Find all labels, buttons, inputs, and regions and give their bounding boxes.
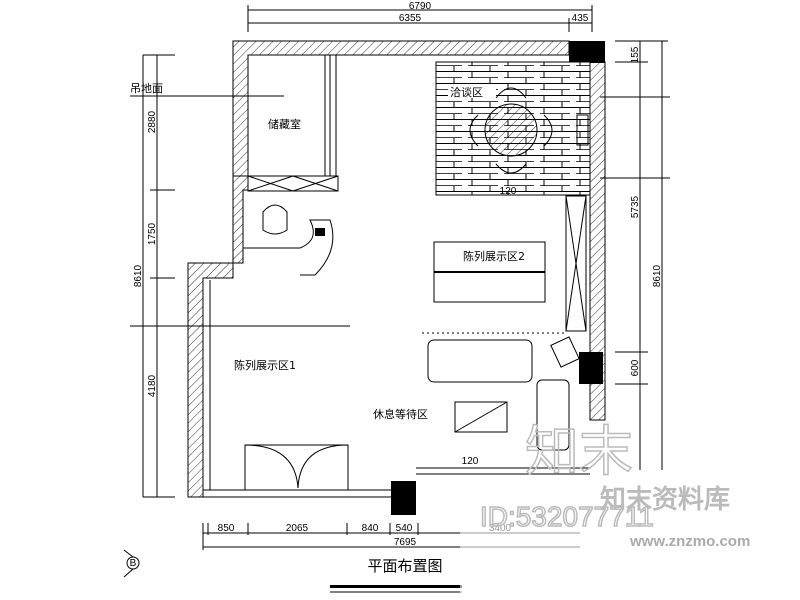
dim-bottom-a: 850: [218, 523, 235, 534]
watermark-brand: 知末资料库: [600, 485, 730, 515]
dim-window-b: 120: [500, 186, 517, 197]
storage-room: 储藏室: [247, 55, 339, 192]
drawing-title-block: 平面布置图: [330, 557, 462, 593]
dim-window-a: 120: [462, 456, 479, 467]
room-label-negotiation: 洽谈区: [450, 86, 483, 99]
display-area-1: 陈列展示区1: [130, 325, 350, 490]
right-dimensions: 155 5735 600 8610: [600, 40, 670, 470]
watermark: 知末 知末资料库 ID:532077711 www.znzmo.com: [460, 421, 800, 600]
dim-left-a: 2880: [147, 110, 158, 133]
dim-left-b: 1750: [147, 222, 158, 245]
dim-left-c: 4180: [147, 374, 158, 397]
round-table: [484, 103, 538, 157]
dim-left-total: 8610: [133, 264, 144, 287]
section-label: 吊地面: [130, 82, 284, 97]
room-label-waiting: 休息等待区: [373, 407, 428, 421]
watermark-url: www.znzmo.com: [629, 533, 750, 550]
dim-bottom-total: 7695: [394, 537, 417, 548]
dim-right-a: 155: [630, 46, 641, 63]
waiting-area: 休息等待区 120 120: [373, 186, 580, 467]
column: [391, 481, 416, 515]
reception-desk: [243, 204, 334, 276]
room-label-display-1: 陈列展示区1: [234, 358, 296, 372]
negotiation-area: 洽谈区: [435, 61, 591, 196]
top-dimensions: 6790 6355 435: [247, 1, 593, 32]
column: [579, 352, 603, 384]
walls: [187, 40, 606, 515]
side-label: 吊地面: [130, 82, 163, 95]
section-marker-label: B: [130, 558, 137, 569]
dim-bottom-b: 2065: [286, 523, 309, 534]
dim-right-b: 5735: [630, 195, 641, 218]
section-marker: B: [123, 549, 140, 578]
room-label-storage: 储藏室: [268, 117, 301, 131]
room-label-display-2: 陈列展示区2: [463, 249, 525, 263]
dim-top-total: 6790: [409, 1, 432, 12]
dim-bottom-d: 540: [396, 523, 413, 534]
drawing-title: 平面布置图: [367, 557, 442, 575]
watermark-logo: 知末: [525, 422, 633, 482]
left-dimensions: 2880 1750 4180 8610: [133, 54, 175, 498]
column: [569, 41, 605, 63]
dim-right-c: 600: [630, 359, 641, 376]
display-area-2: 陈列展示区2: [433, 195, 587, 332]
watermark-id: ID:532077711: [480, 501, 654, 532]
dim-top-b: 435: [572, 13, 589, 24]
dim-bottom-c: 840: [362, 523, 379, 534]
dim-top-a: 6355: [399, 13, 422, 24]
dim-right-total: 8610: [652, 264, 663, 287]
